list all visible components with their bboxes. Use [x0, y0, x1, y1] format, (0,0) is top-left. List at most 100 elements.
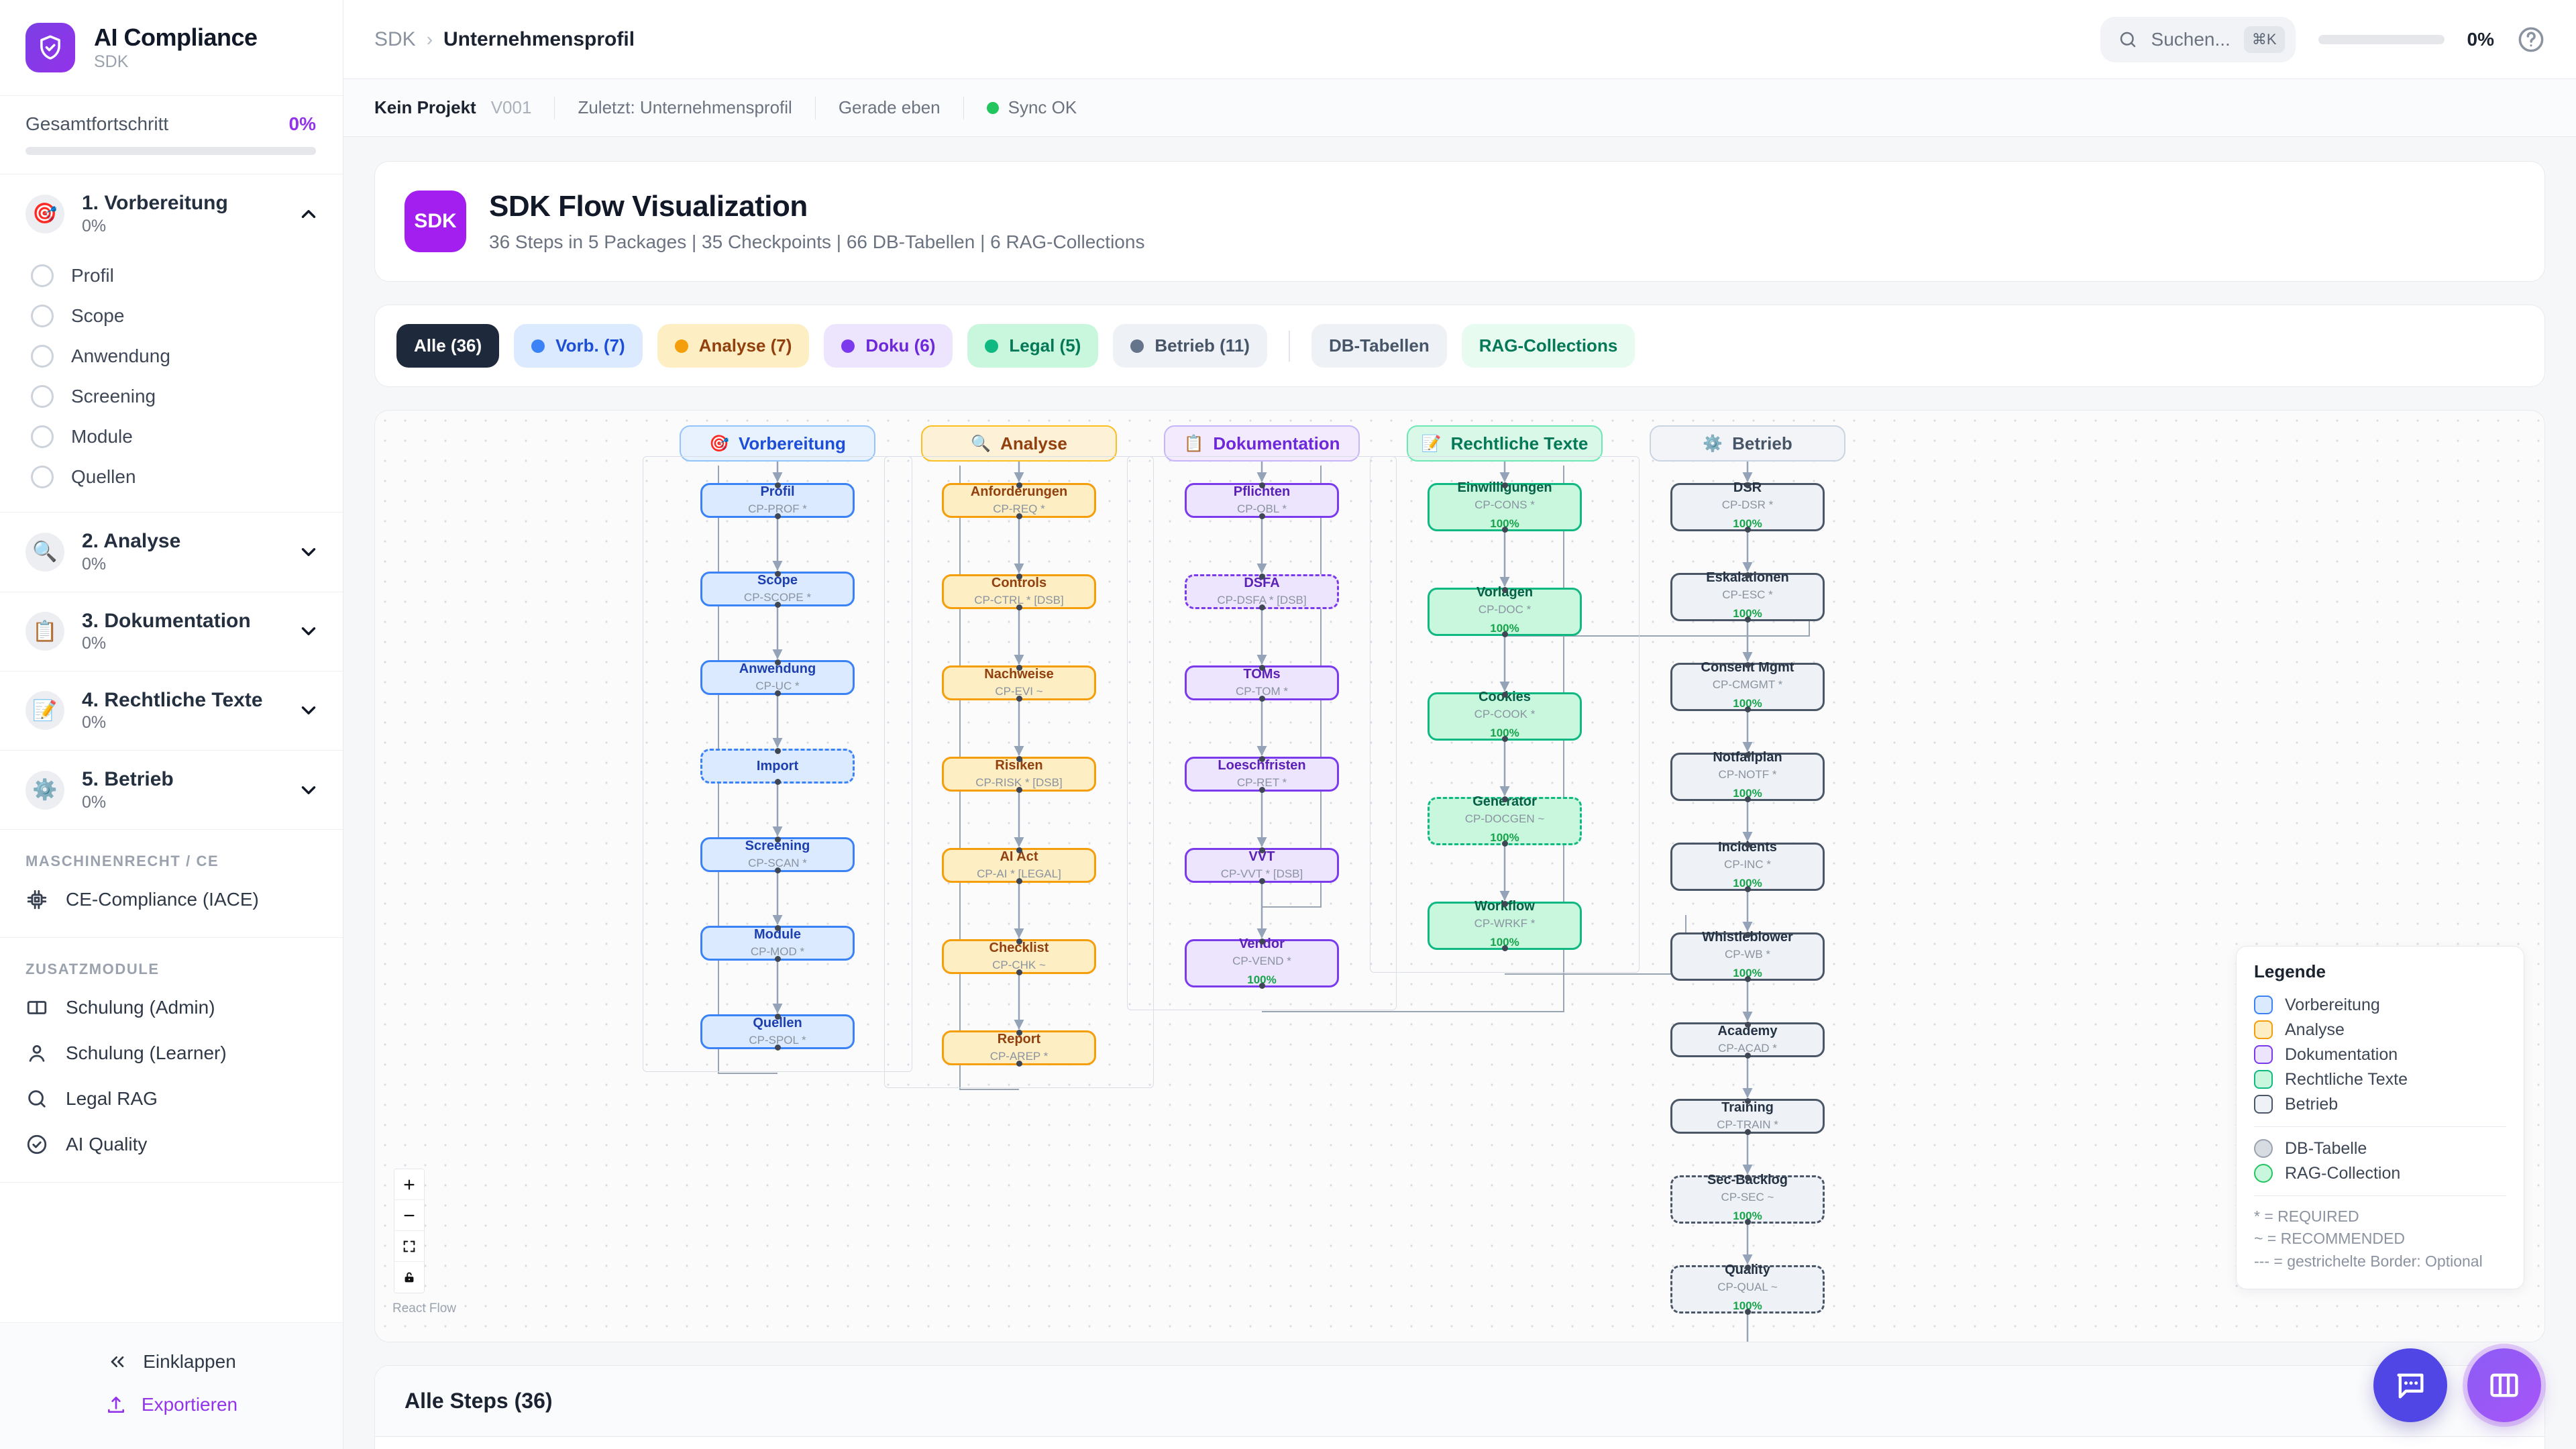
flow-node-eskalationen[interactable]: EskalationenCP-ESC *100% — [1670, 570, 1825, 623]
flow-canvas[interactable]: 🎯Vorbereitung🔍Analyse📋Dokumentation📝Rech… — [374, 410, 2545, 1342]
node-port-bottom — [1016, 604, 1022, 610]
status-version: V001 — [490, 97, 532, 117]
node-code: CP-SEC ~ — [1721, 1190, 1774, 1203]
sidebar-item-quellen[interactable]: Quellen — [0, 457, 343, 497]
node-port-top — [1744, 1174, 1751, 1181]
node-port-bottom — [1258, 513, 1265, 519]
flow-node-cookies[interactable]: CookiesCP-COOK *100% — [1428, 690, 1582, 742]
zoom-in-button[interactable] — [394, 1169, 424, 1200]
filter-chip-vorb[interactable]: Vorb. (7) — [514, 324, 643, 368]
panel-fab[interactable] — [2467, 1348, 2541, 1422]
sidebar-link-ai-quality[interactable]: AI Quality — [0, 1122, 343, 1167]
group-title: ZUSATZMODULE — [25, 961, 160, 978]
flow-node-generator[interactable]: GeneratorCP-DOCGEN ~100% — [1428, 794, 1582, 847]
flow-node-vendor[interactable]: VendorCP-VEND *100% — [1185, 936, 1339, 989]
help-circle-icon[interactable] — [2517, 25, 2545, 54]
flow-node-dsr[interactable]: DSRCP-DSR *100% — [1670, 480, 1825, 533]
filter-chip-alle[interactable]: Alle (36) — [396, 324, 500, 368]
sidebar-link-schulung-admin[interactable]: Schulung (Admin) — [0, 985, 343, 1030]
fit-view-button[interactable] — [394, 1231, 424, 1262]
sidebar-item-module[interactable]: Module — [0, 417, 343, 457]
sidebar-link-schulung-learner[interactable]: Schulung (Learner) — [0, 1030, 343, 1076]
node-percent: 100% — [1490, 622, 1519, 635]
search-input[interactable]: Suchen... ⌘K — [2100, 16, 2296, 62]
flow-node-notfallplan[interactable]: NotfallplanCP-NOTF *100% — [1670, 750, 1825, 802]
export-label: Exportieren — [141, 1394, 238, 1415]
brand-block[interactable]: AI Compliance SDK — [0, 0, 343, 96]
phase-emoji-icon: 📋 — [25, 612, 64, 651]
export-button[interactable]: Exportieren — [0, 1383, 343, 1426]
flow-node-einwilligungen[interactable]: EinwilligungenCP-CONS *100% — [1428, 480, 1582, 533]
node-title: Controls — [991, 576, 1047, 591]
flow-node-import[interactable]: Import — [700, 747, 855, 785]
node-port-bottom — [774, 1044, 781, 1051]
flow-node-incidents[interactable]: IncidentsCP-INC *100% — [1670, 840, 1825, 892]
filter-chip-legal[interactable]: Legal (5) — [967, 324, 1099, 368]
status-divider — [814, 96, 816, 119]
filter-chip-rag-collections[interactable]: RAG-Collections — [1461, 324, 1635, 368]
breadcrumb-root[interactable]: SDK — [374, 28, 416, 50]
filter-chip-betrieb[interactable]: Betrieb (11) — [1113, 324, 1267, 368]
filter-chip-db-tabellen[interactable]: DB-Tabellen — [1311, 324, 1447, 368]
zoom-out-button[interactable] — [394, 1200, 424, 1231]
chat-fab[interactable] — [2373, 1348, 2447, 1422]
flow-node-workflow[interactable]: WorkflowCP-WRKF *100% — [1428, 899, 1582, 951]
sidebar-item-anwendung[interactable]: Anwendung — [0, 336, 343, 376]
node-percent: 100% — [1733, 697, 1762, 710]
phase-title: 2. Analyse — [82, 530, 181, 553]
filter-chip-doku[interactable]: Doku (6) — [824, 324, 953, 368]
flow-node-whistleblower[interactable]: WhistleblowerCP-WB *100% — [1670, 930, 1825, 982]
node-port-bottom — [1744, 1052, 1751, 1059]
sidebar-item-scope[interactable]: Scope — [0, 296, 343, 336]
legend-label: DB-Tabelle — [2285, 1138, 2367, 1158]
legend-divider — [2254, 1126, 2506, 1127]
flow-node-sec-backlog[interactable]: Sec-BacklogCP-SEC ~100% — [1670, 1173, 1825, 1225]
lane-box — [1127, 456, 1397, 1010]
lock-button[interactable] — [394, 1262, 424, 1293]
sidebar-item-profil[interactable]: Profil — [0, 256, 343, 296]
node-port-bottom — [1016, 1060, 1022, 1067]
filter-dot-icon — [985, 339, 999, 353]
collapse-sidebar-button[interactable]: Einklappen — [0, 1340, 343, 1383]
filter-chip-ana[interactable]: Analyse (7) — [657, 324, 810, 368]
flow-node-vorlagen[interactable]: VorlagenCP-DOC *100% — [1428, 585, 1582, 637]
sidebar-link-ce-compliance-iace[interactable]: CE-Compliance (IACE) — [0, 877, 343, 922]
flow-node-quality[interactable]: QualityCP-QUAL ~100% — [1670, 1263, 1825, 1315]
sidebar-item-screening[interactable]: Screening — [0, 376, 343, 417]
lane-emoji-icon: 🔍 — [971, 434, 991, 453]
lane-box — [884, 456, 1154, 1088]
sidebar-link-legal-rag[interactable]: Legal RAG — [0, 1076, 343, 1122]
divider — [0, 1182, 343, 1183]
node-port-top — [1744, 841, 1751, 848]
